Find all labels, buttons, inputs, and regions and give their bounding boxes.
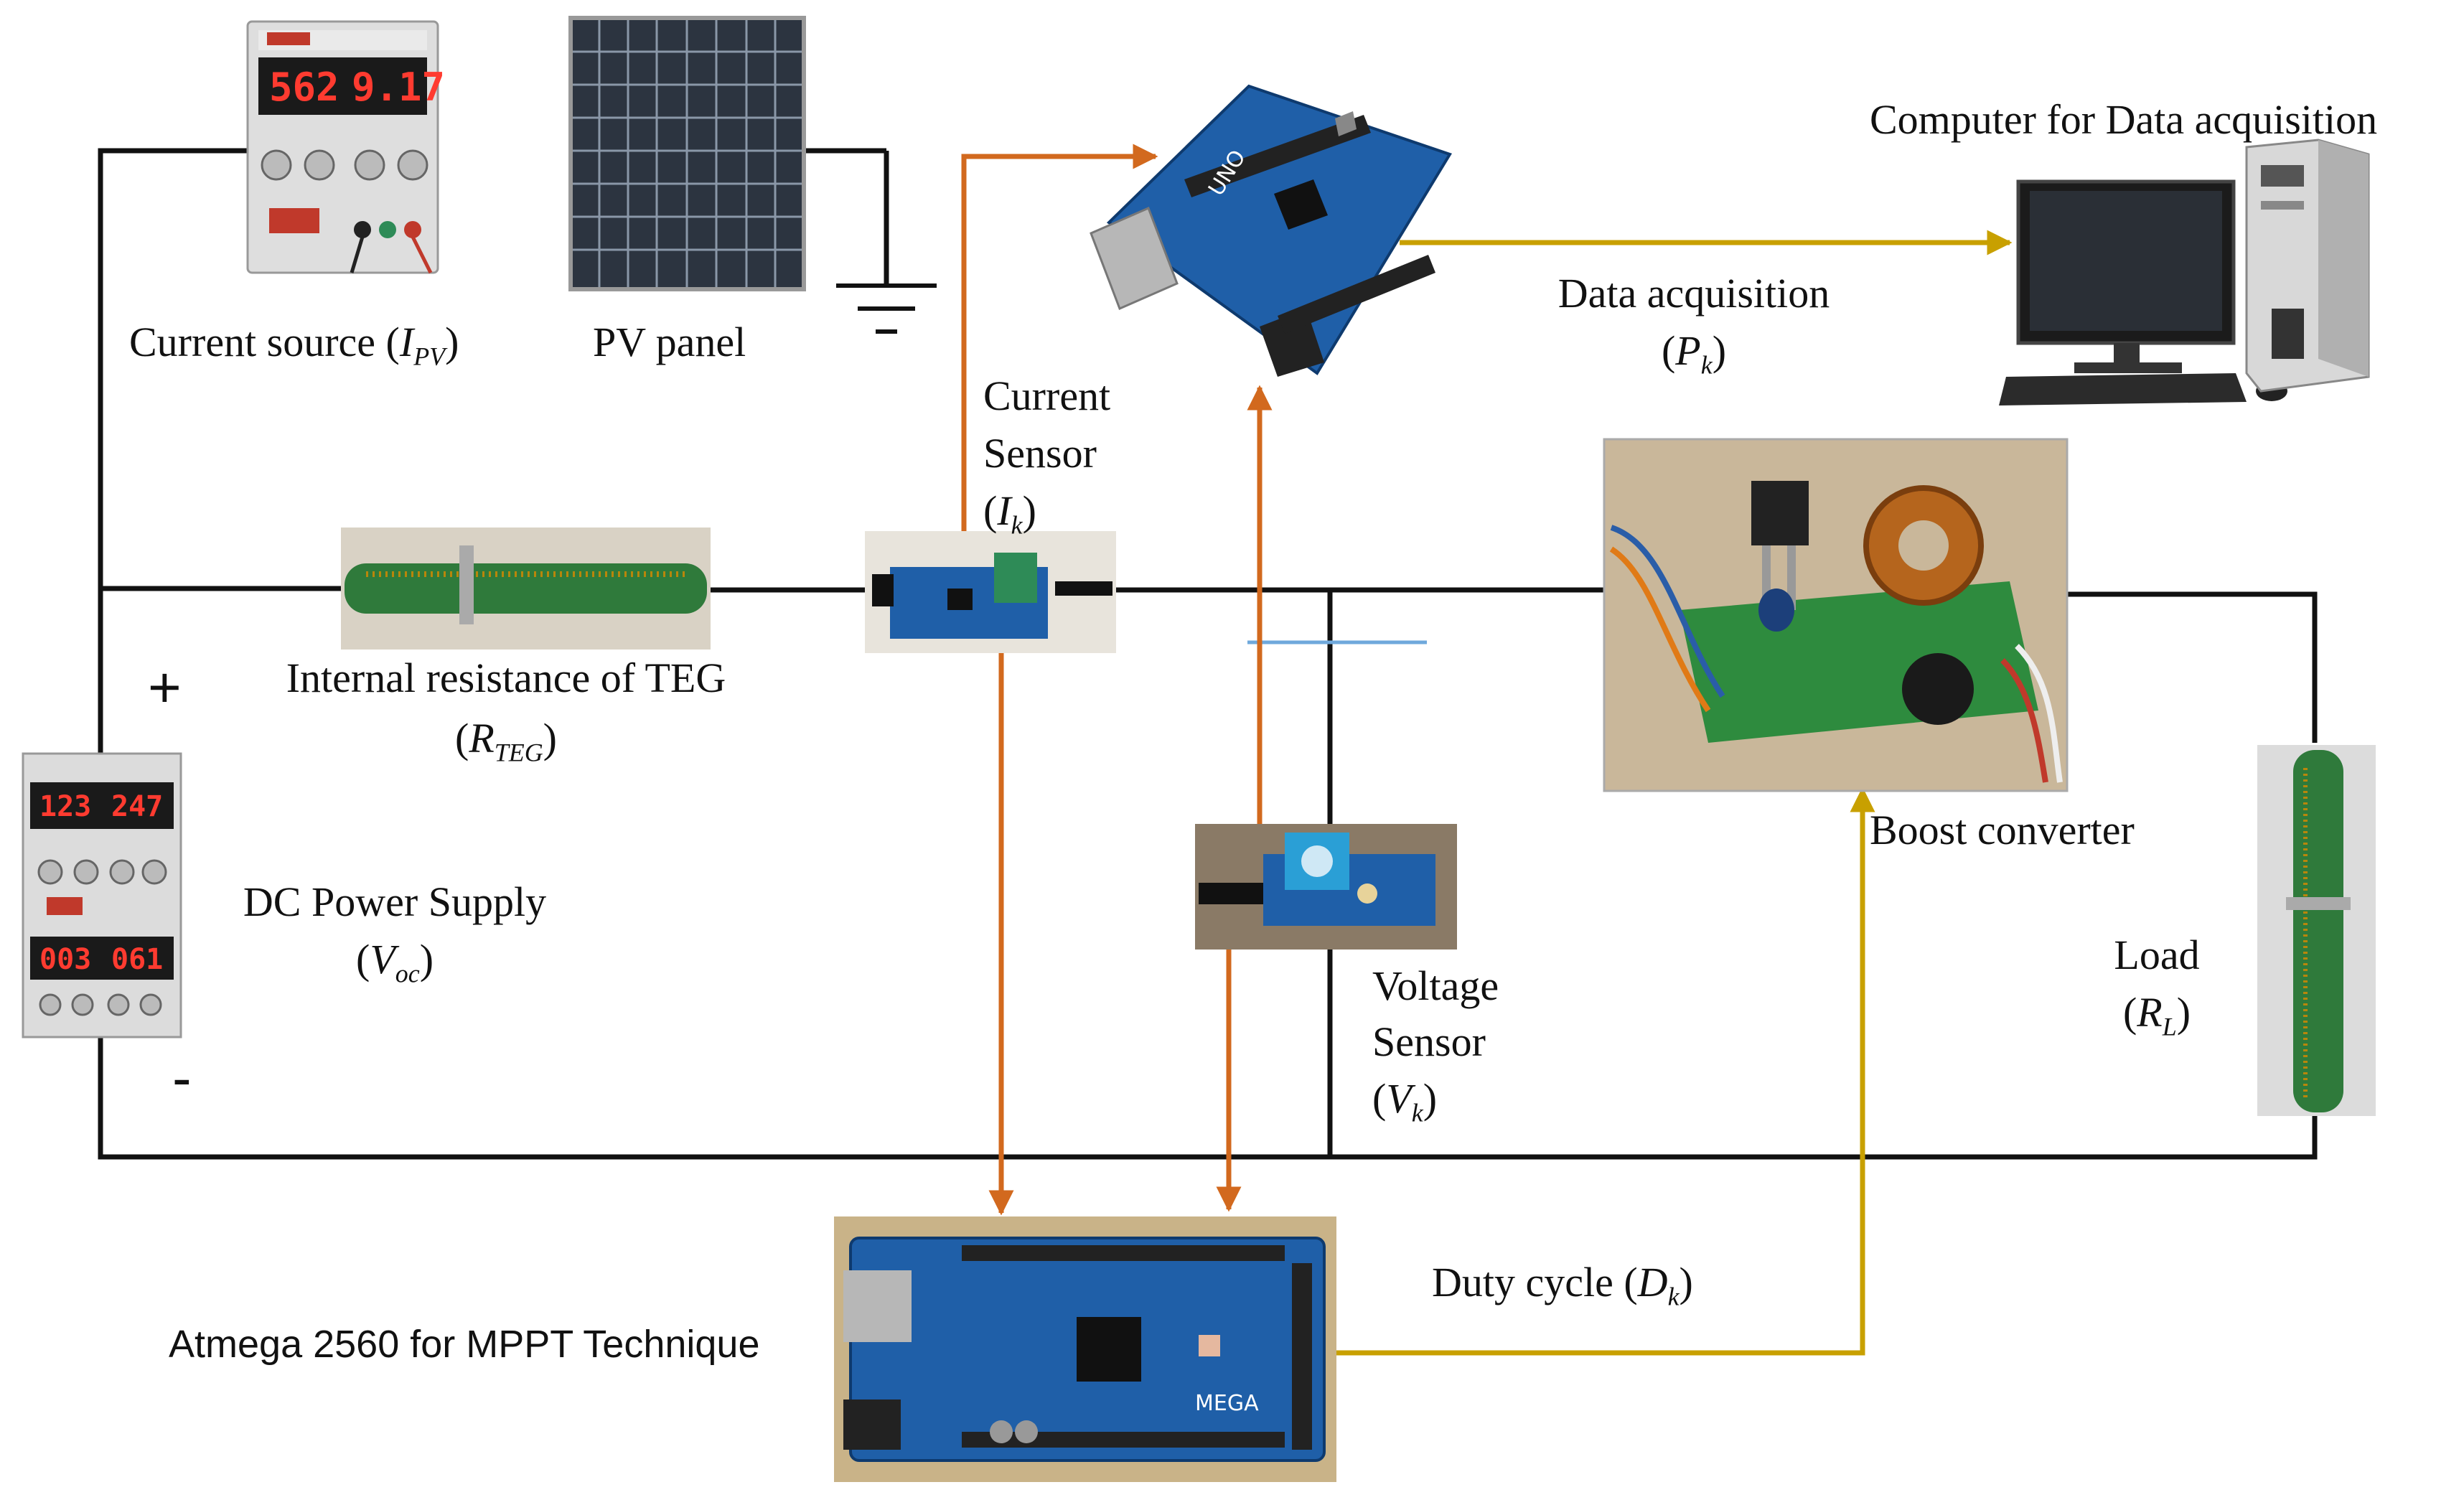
dc-supply-readout-bottom-right: 061 [111, 943, 163, 976]
computer-device [1999, 139, 2370, 405]
current-source-readout-right: 9.17 [352, 65, 445, 110]
current-source-label: Current source (IPV) [129, 319, 459, 371]
pv-loop-wire [98, 148, 251, 574]
main-loop-top-wire [98, 586, 341, 754]
dc-supply-readout-top-right: 247 [111, 790, 163, 823]
computer-label: Computer for Data acquisition [1870, 96, 2378, 143]
circuit-wires [98, 148, 2318, 1160]
current-source-device [246, 20, 439, 274]
current-source-readout-left: 562 [269, 65, 339, 110]
sensor-signal-arrows [961, 144, 1273, 1216]
negative-terminal-sign: - [172, 1046, 192, 1110]
boost-converter-label: Boost converter [1870, 807, 2135, 853]
voltage-sensor-module [1195, 824, 1457, 950]
dc-power-supply-device [22, 752, 182, 1039]
dc-supply-readout-top-left: 123 [39, 790, 91, 823]
load-label: Load (RL) [2114, 932, 2200, 1041]
boost-converter-board [1603, 438, 2069, 792]
main-loop-bottom-wire [98, 1037, 2318, 1160]
mega-board-label: MEGA [1195, 1391, 1259, 1416]
atmega-label: Atmega 2560 for MPPT Technique [169, 1323, 760, 1366]
current-sensor-label: Current Sensor (Ik) [983, 372, 1111, 540]
load-resistor-device [2257, 745, 2376, 1116]
mega-to-boost-arrow [1336, 787, 1875, 1356]
dc-supply-readout-bottom-left: 003 [39, 943, 91, 976]
current-sensor-module [865, 531, 1116, 653]
internal-resistance-label: Internal resistance of TEG (RTEG) [286, 655, 726, 767]
duty-cycle-label: Duty cycle (Dk) [1432, 1259, 1693, 1311]
arduino-uno-board [1090, 84, 1453, 377]
pv-panel-label: PV panel [593, 319, 746, 365]
positive-terminal-sign: + [148, 655, 182, 719]
current-sensor-to-uno-arrow [961, 144, 1158, 531]
teg-resistor-device [341, 528, 711, 650]
data-acquisition-label: Data acquisition (Pk) [1557, 270, 1830, 380]
arduino-mega-board [834, 1216, 1336, 1482]
voltage-sensor-label: Voltage Sensor (Vk) [1372, 962, 1499, 1127]
data-arrows [1336, 230, 2013, 1356]
pv-panel-device [568, 16, 806, 291]
dc-power-supply-label: DC Power Supply (Voc) [243, 878, 547, 988]
ground-symbol [836, 283, 937, 334]
